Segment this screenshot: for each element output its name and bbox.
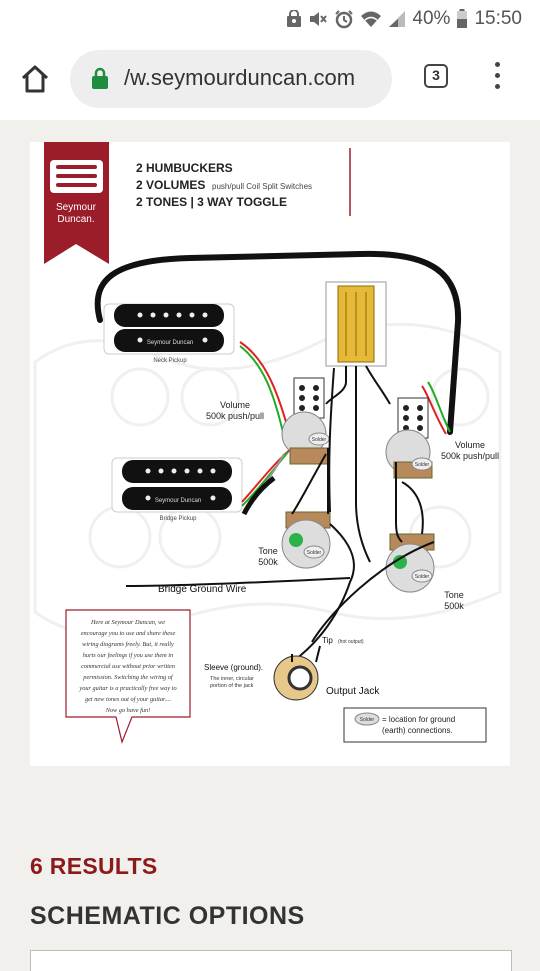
solder-mark: Solder [307,550,322,556]
tab-switcher-button[interactable]: 3 [424,64,448,88]
left-tone-label: Tone [258,546,278,556]
right-tone-pot: Solder [385,533,435,593]
url-bar[interactable]: /w.seymourduncan.com [70,50,392,108]
signal-icon [389,11,406,27]
left-volume-value: 500k push/pull [206,411,264,421]
brand-name-line2: Duncan. [57,214,94,225]
wiring-diagram: Seymour Duncan. 2 HUMBUCKERS 2 VOLUMES p… [30,142,510,766]
status-bar: 40% 15:50 [0,0,540,38]
legend-line2: (earth) connections. [382,726,453,735]
bridge-pickup-brand: Seymour Duncan [155,498,201,504]
brand-banner: Seymour Duncan. [44,142,109,264]
note-line: permission. Switching the wiring of [82,674,174,681]
schematic-options-heading: SCHEMATIC OPTIONS [30,902,305,930]
lock-icon [92,67,108,89]
bridge-ground-wire-label: Bridge Ground Wire [158,584,247,595]
neck-pickup-label: Neck Pickup [153,358,187,364]
results-count: 6 RESULTS [30,853,158,879]
overflow-menu-button[interactable] [492,62,502,94]
home-button[interactable] [18,62,52,96]
nfc-icon [287,10,302,27]
clock: 15:50 [474,8,522,29]
left-volume-label: Volume [220,400,250,410]
diagram-header: 2 HUMBUCKERS 2 VOLUMES push/pull Coil Sp… [136,148,351,216]
left-tone-pot: Solder [281,511,331,569]
note-line: wiring diagrams freely. But, it really [82,641,174,648]
note-line: your guitar is a practically free way to [78,685,176,692]
alarm-icon [335,10,354,29]
output-jack-label: Output Jack [326,686,380,697]
right-volume-label: Volume [455,440,485,450]
output-jack [273,645,321,701]
wifi-icon [361,11,382,27]
note-line: Now go have fun! [105,707,151,714]
header-line3: 2 TONES | 3 WAY TOGGLE [136,195,287,209]
header-line2-note: push/pull Coil Split Switches [212,182,312,191]
home-icon [21,65,49,93]
battery-percent: 40% [412,8,451,29]
battery-icon [457,9,468,28]
note-line: get new tones out of your guitar.... [85,696,171,703]
schematic-options-select[interactable] [30,950,512,971]
solder-mark: Solder [312,437,327,443]
status-icons: 40% 15:50 [286,7,522,31]
solder-legend: Solder = location for ground (earth) con… [343,707,487,743]
legend-line1: = location for ground [382,715,455,724]
left-tone-value: 500k [258,557,278,567]
sleeve-note-line1: The inner, circular [210,676,254,682]
bridge-pickup: Seymour Duncan Bridge Pickup [111,457,243,522]
neck-pickup: Seymour Duncan Neck Pickup [103,303,235,364]
note-line: Here at Seymour Duncan, we [90,619,165,626]
toggle-switch [325,281,387,367]
page-content: Seymour Duncan. 2 HUMBUCKERS 2 VOLUMES p… [0,120,540,971]
header-line1: 2 HUMBUCKERS [136,161,233,175]
url-text[interactable]: /w.seymourduncan.com [124,65,356,90]
solder-mark: Solder [360,717,375,723]
right-volume-value: 500k push/pull [441,451,499,461]
wiring-diagram-svg: Seymour Duncan. 2 HUMBUCKERS 2 VOLUMES p… [33,142,502,744]
sleeve-label: Sleeve (ground). [204,663,263,672]
brand-name-line1: Seymour [56,202,97,213]
note-line: encourage you to use and share these [81,630,176,637]
solder-mark: Solder [415,462,430,468]
right-tone-label: Tone [444,590,464,600]
left-volume-pot: Solder [281,377,330,465]
mute-icon [310,12,328,26]
bridge-pickup-label: Bridge Pickup [159,516,197,522]
header-line2: 2 VOLUMES [136,178,205,192]
note-line: commercial use without prior written [81,663,175,670]
right-volume-pot: Solder [385,397,433,479]
right-tone-value: 500k [444,601,464,611]
tip-label: Tip [322,636,333,645]
tip-note: (hot output) [338,639,364,645]
note-line: hurts our feelings if you use them in [83,652,173,659]
solder-mark: Solder [415,574,430,580]
sleeve-note-line2: portion of the jack [210,683,254,689]
usage-note: Here at Seymour Duncan, we encourage you… [65,609,191,744]
neck-pickup-brand: Seymour Duncan [147,340,193,346]
browser-toolbar: /w.seymourduncan.com 3 [0,38,540,120]
